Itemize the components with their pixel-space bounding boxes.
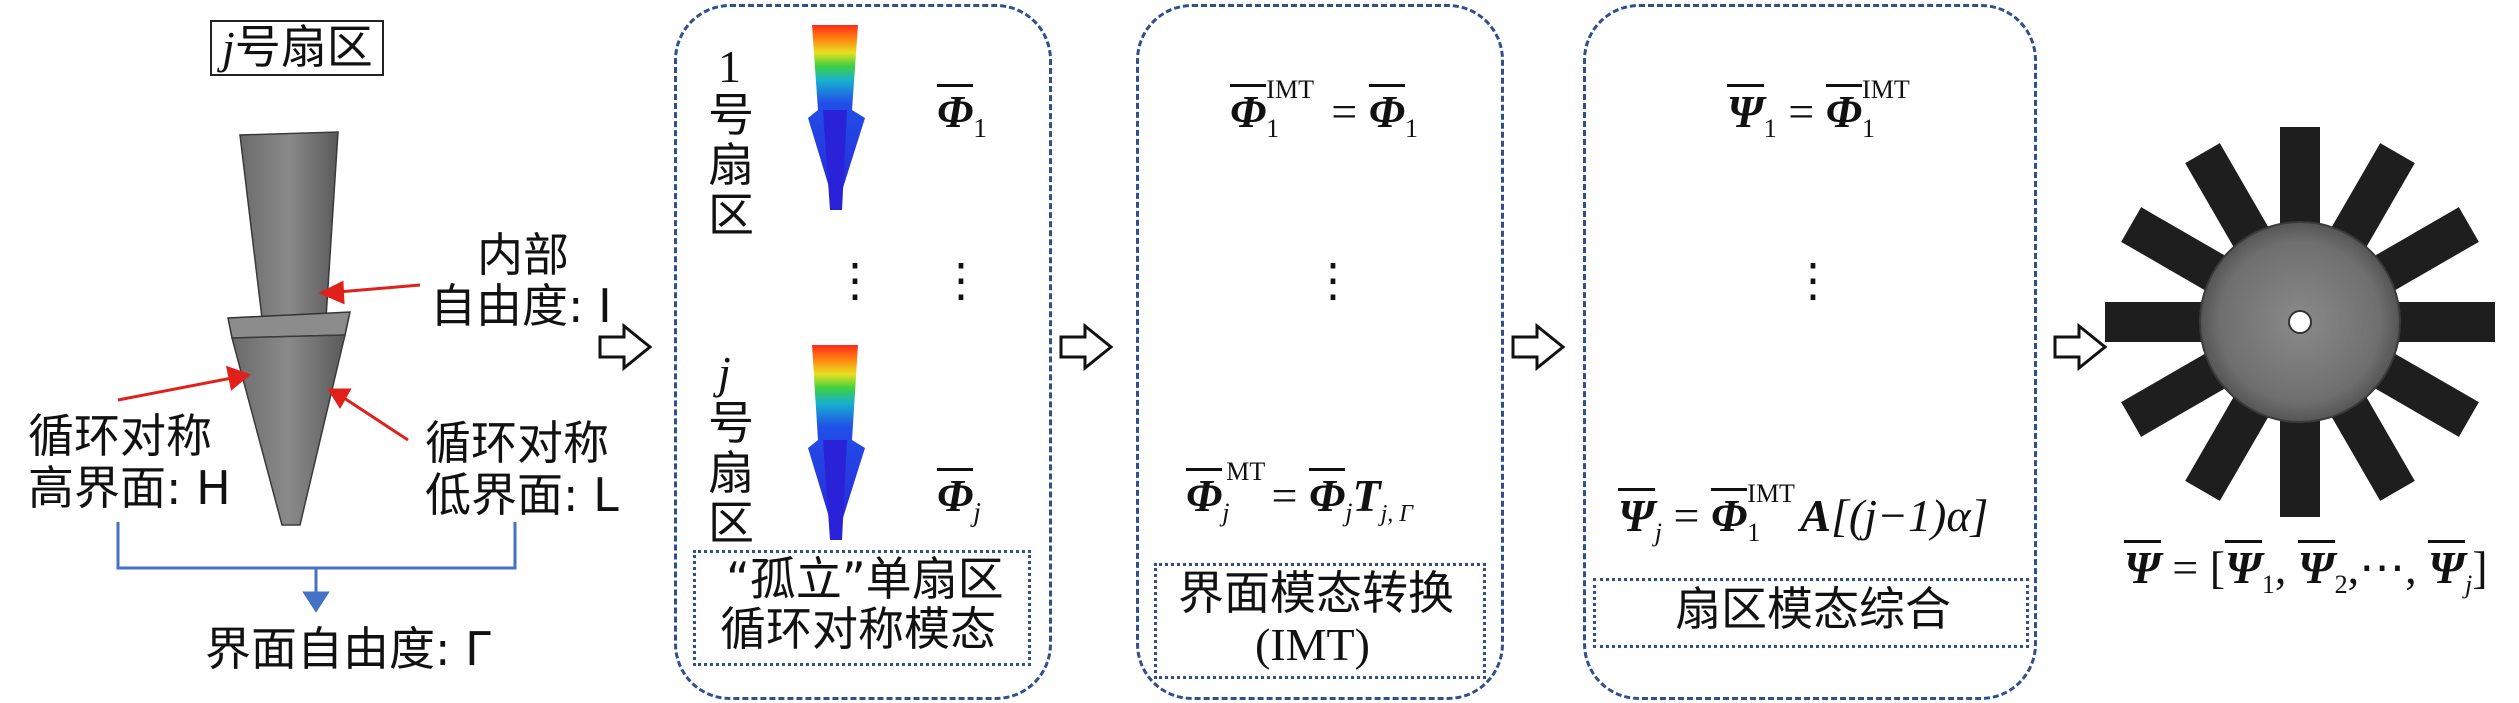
synthesis-caption-box <box>1593 578 2029 648</box>
synthesis-panel <box>1583 4 2037 700</box>
red-pointer-arrows <box>117 280 421 442</box>
internal-dof-label-2: 自由度: I <box>430 279 612 333</box>
synthesis-caption: 扇区模态综合 <box>1675 582 1951 636</box>
isolated-sector-caption-box <box>693 550 1031 666</box>
sector-title-rest: 号扇区 <box>234 20 373 74</box>
sector-title-box <box>210 20 384 76</box>
low-interface-label-2: 低界面: L <box>425 468 619 522</box>
phi-1-symbol: Φ1 <box>937 84 988 144</box>
isolated-sector-panel <box>674 4 1052 700</box>
mode-shape-sector-j <box>808 345 865 540</box>
low-interface-label-1: 循环对称 <box>425 416 609 470</box>
sector-j-char-3: 区 <box>708 496 754 550</box>
sector-j-char-1: 号 <box>708 396 754 450</box>
sector-1-char-2: 扇 <box>708 138 754 192</box>
flow-arrow-4 <box>2053 322 2108 372</box>
phi-j-symbol: Φj <box>937 468 981 528</box>
interface-bracket <box>116 522 517 613</box>
isolated-sector-caption-2: 循环对称模态 <box>720 602 996 656</box>
panel1-vdots-2: ⋮ <box>938 255 984 306</box>
interface-dof-label: 界面自由度: Γ <box>205 622 491 676</box>
flow-arrow-1 <box>598 322 653 372</box>
sector-1-digit: 1 <box>718 41 741 92</box>
high-interface-label-2: 高界面: H <box>28 461 231 515</box>
isolated-sector-caption-1: “孤立”单扇区 <box>726 552 1004 606</box>
bladed-disc-model <box>2105 127 2495 517</box>
sector-j-letter: j <box>718 347 731 398</box>
flow-arrow-3 <box>1511 322 1566 372</box>
sector-1-char-1: 号 <box>708 88 754 142</box>
panel3-vdots: ⋮ <box>1790 255 1836 306</box>
panel2-vdots: ⋮ <box>1310 255 1356 306</box>
flow-arrow-2 <box>1059 322 1114 372</box>
mode-shape-sector-1 <box>808 25 865 210</box>
modal-matrix-equation: Ψ = [Ψ1, Ψ2,⋯, Ψj] <box>2124 540 2488 600</box>
sector-j-char-2: 扇 <box>708 446 754 500</box>
panel1-vdots-1: ⋮ <box>832 255 878 306</box>
imt-caption-1: 界面模态转换 <box>1178 566 1454 620</box>
sector-title-j: j <box>222 22 235 73</box>
imt-caption-2: (IMT) <box>1255 619 1370 670</box>
single-sector-model <box>227 131 351 526</box>
imt-caption-box <box>1154 563 1486 679</box>
high-interface-label-1: 循环对称 <box>28 409 212 463</box>
imt-panel <box>1136 4 1504 700</box>
internal-dof-label-1: 内部 <box>477 228 569 282</box>
sector-1-char-3: 区 <box>708 188 754 242</box>
sector-title: j号扇区 <box>222 24 373 71</box>
